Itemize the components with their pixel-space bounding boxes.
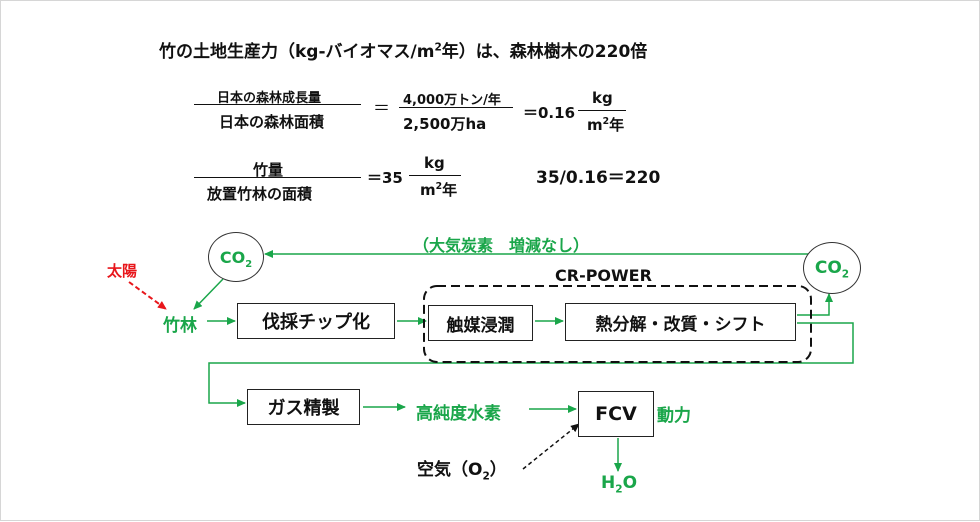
eq1-denominator: 日本の森林面積 <box>219 113 325 131</box>
crpower-label: CR-POWER <box>555 266 652 285</box>
eq1-unit-bar <box>578 110 626 111</box>
co2-to-bamboo-arrow <box>193 278 224 310</box>
eq1-right-numerator: 4,000万トン/年 <box>403 93 501 108</box>
box-gas-purification: ガス精製 <box>247 389 360 425</box>
crpower-boundary <box>423 285 812 363</box>
box-catalyst-impregnation: 触媒浸潤 <box>428 305 533 341</box>
air-to-fcv-arrow <box>522 423 580 470</box>
eq1-unit-denominator: m2年 <box>587 116 625 134</box>
air-label: 空気（O2） <box>417 460 507 483</box>
co2-left-circle: CO2 <box>208 232 264 282</box>
eq2-numerator: 竹量 <box>253 161 284 179</box>
eq1-fraction-bar <box>194 104 361 105</box>
eq2-fraction-bar <box>194 177 361 178</box>
eq1-equals: ＝ <box>373 99 390 119</box>
bamboo-forest-label: 竹林 <box>163 316 197 336</box>
box-fcv: FCV <box>578 391 654 437</box>
power-label: 動力 <box>657 406 691 426</box>
page-title: 竹の土地生産力（kg-バイオマス/m2年）は、森林樹木の220倍 <box>159 41 648 62</box>
high-purity-hydrogen-label: 高純度水素 <box>416 404 501 424</box>
eq1-unit-numerator: kg <box>592 89 613 107</box>
co2-right-circle: CO2 <box>803 242 861 294</box>
eq2-ratio: 35/0.16＝220 <box>536 168 661 188</box>
sun-label: 太陽 <box>107 262 138 280</box>
box-thermal-decomposition: 熱分解・改質・シフト <box>565 303 796 341</box>
eq2-result: ＝35 <box>367 169 403 187</box>
sun-arrow <box>128 281 167 310</box>
eq2-unit-numerator: kg <box>424 154 445 172</box>
eq2-unit-bar <box>409 175 461 176</box>
eq1-numerator: 日本の森林成長量 <box>217 91 322 106</box>
eq2-denominator: 放置竹林の面積 <box>207 185 313 203</box>
eq1-right-fraction-bar <box>399 107 513 108</box>
box-cut-chip: 伐採チップ化 <box>237 303 395 339</box>
eq1-result: ＝0.16 <box>523 104 576 122</box>
thermal-to-co2-arrow <box>797 293 833 316</box>
eq2-unit-denominator: m2年 <box>420 181 458 199</box>
eq1-right-denominator: 2,500万ha <box>403 115 487 133</box>
water-label: H2O <box>601 473 638 496</box>
carbon-neutral-label: （大気炭素 増減なし） <box>413 236 590 255</box>
